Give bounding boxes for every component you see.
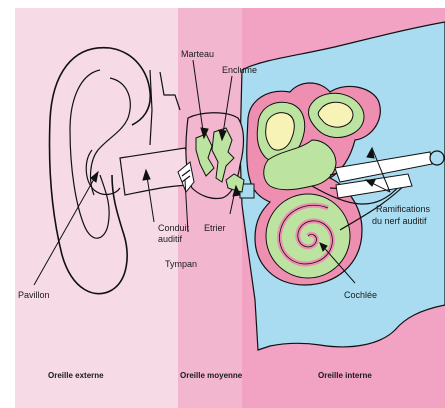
label-cochlee: Cochlée (344, 290, 377, 300)
label-enclume: Enclume (222, 65, 257, 75)
label-tympan: Tympan (165, 259, 197, 269)
label-marteau: Marteau (181, 49, 214, 59)
zone-label-middle: Oreille moyenne (180, 371, 243, 380)
outer-ear-zone (15, 8, 178, 408)
zone-label-inner: Oreille interne (318, 371, 372, 380)
label-ramifications-line1: Ramifications (376, 204, 431, 214)
label-conduit-line2: auditif (158, 234, 183, 244)
auditory-nerve-end (430, 151, 444, 165)
label-etrier: Etrier (204, 223, 226, 233)
label-pavillon: Pavillon (18, 290, 50, 300)
label-conduit-line1: Conduit (158, 223, 190, 233)
label-ramifications-line2: du nerf auditif (372, 216, 427, 226)
zone-label-outer: Oreille externe (48, 371, 104, 380)
